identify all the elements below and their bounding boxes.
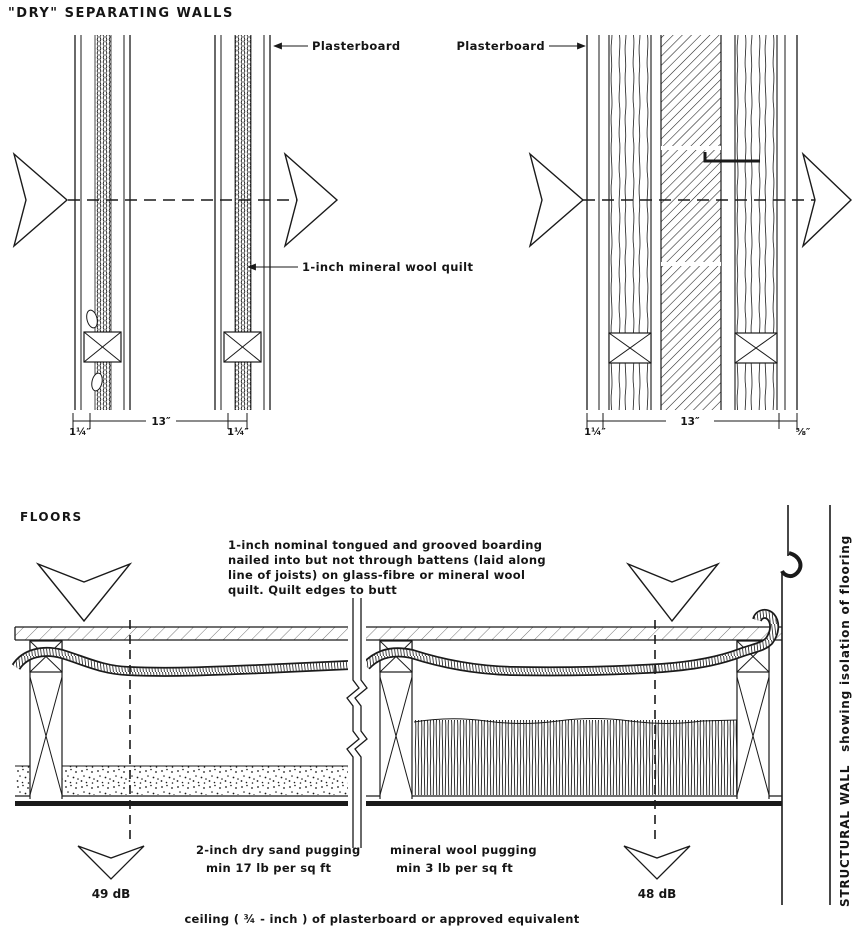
sound-rating-right: 48 dB bbox=[638, 887, 677, 901]
sole-plate-block bbox=[223, 331, 262, 363]
masonry-core-wall-diagram: Plasterboard 1¼″ 13″ ⅝″ bbox=[456, 35, 853, 438]
sole-plate-block bbox=[83, 331, 122, 363]
sound-rating-left: 49 dB bbox=[92, 887, 131, 901]
dpc-hook bbox=[780, 551, 803, 579]
structural-wall bbox=[780, 505, 831, 905]
dimension-label: 1¼″ bbox=[69, 426, 91, 438]
dimension-line: 1¼″ 13″ ⅝″ bbox=[584, 413, 811, 438]
masonry-joint bbox=[661, 262, 721, 266]
dimension-label: 13″ bbox=[151, 416, 171, 428]
floors-section: FLOORS 1-inch nominal tongued and groove… bbox=[11, 505, 852, 926]
plasterboard-label: Plasterboard bbox=[456, 39, 545, 53]
dimension-line: 1¼″ 13″ 1¼″ bbox=[69, 413, 249, 438]
resilient-quilt bbox=[11, 608, 780, 677]
note-line: nailed into but not through battens (lai… bbox=[228, 553, 546, 567]
label-line: 2-inch dry sand pugging bbox=[196, 843, 361, 857]
mineral-wool-quilt-strip bbox=[235, 35, 251, 410]
quilt-label: 1-inch mineral wool quilt bbox=[302, 260, 473, 274]
wool-top-line bbox=[413, 718, 738, 724]
sound-direction-arrow-icon bbox=[801, 151, 853, 249]
fixing-detail bbox=[86, 309, 98, 329]
dimension-label: 13″ bbox=[680, 416, 700, 428]
sand-pugging-band bbox=[15, 766, 350, 795]
note-line: quilt. Quilt edges to butt bbox=[228, 583, 397, 597]
ceiling-caption: ceiling ( ¾ - inch ) of plasterboard or … bbox=[184, 912, 579, 926]
dimension-label: ⅝″ bbox=[796, 427, 811, 438]
note-line: 1-inch nominal tongued and grooved board… bbox=[228, 538, 542, 552]
sound-direction-arrow-icon bbox=[283, 151, 339, 249]
dimension-label: 1¼″ bbox=[584, 426, 606, 438]
stud-partition-left bbox=[74, 35, 131, 410]
pointer-chevron-down-icon bbox=[35, 562, 133, 623]
sole-plate-block bbox=[734, 332, 778, 364]
label-line: mineral wool pugging bbox=[390, 843, 537, 857]
structural-wall-caption-rest: showing isolation of flooring bbox=[838, 535, 852, 752]
floor-boarding bbox=[14, 626, 782, 641]
masonry-core bbox=[661, 35, 721, 410]
ceiling-plasterboard bbox=[15, 801, 782, 806]
pointer-chevron-down-icon bbox=[77, 845, 145, 880]
strutting-cross bbox=[736, 676, 770, 796]
label-line: min 17 lb per sq ft bbox=[206, 861, 331, 875]
sand-pugging-label: 2-inch dry sand pugging min 17 lb per sq… bbox=[196, 843, 361, 875]
note-line: line of joists) on glass-fibre or minera… bbox=[228, 568, 525, 582]
wool-pugging-label: mineral wool pugging min 3 lb per sq ft bbox=[390, 843, 537, 875]
joist bbox=[29, 640, 63, 799]
joist bbox=[736, 640, 770, 799]
floors-heading: FLOORS bbox=[20, 510, 83, 524]
stud-partition-right bbox=[214, 35, 271, 410]
structural-wall-caption-bold: STRUCTURAL WALL bbox=[838, 765, 852, 907]
dimension-label: 1¼″ bbox=[227, 426, 249, 438]
pointer-chevron-down-icon bbox=[623, 845, 691, 880]
strutting-cross bbox=[379, 676, 413, 796]
section-break-line bbox=[346, 598, 368, 848]
mineral-wool-pugging-band bbox=[414, 720, 737, 795]
joist bbox=[379, 640, 413, 799]
sole-plate-block bbox=[608, 332, 652, 364]
timber-stud-wall-diagram: Plasterboard 1-inch mineral wool quilt 1… bbox=[12, 35, 473, 438]
floor-structure bbox=[11, 505, 831, 905]
masonry-joint bbox=[661, 146, 721, 150]
plasterboard-label: Plasterboard bbox=[312, 39, 401, 53]
structural-wall-caption: STRUCTURAL WALL showing isolation of flo… bbox=[838, 535, 852, 907]
sound-direction-arrow-icon bbox=[12, 151, 69, 249]
sound-direction-arrow-icon bbox=[528, 151, 585, 249]
section-title: "DRY" SEPARATING WALLS bbox=[8, 6, 234, 21]
strutting-cross bbox=[29, 676, 63, 796]
separating-walls-section: "DRY" SEPARATING WALLS bbox=[8, 6, 853, 438]
mineral-wool-quilt-strip bbox=[95, 35, 111, 410]
boarding-note: 1-inch nominal tongued and grooved board… bbox=[228, 538, 546, 597]
pointer-chevron-down-icon bbox=[625, 562, 721, 623]
label-line: min 3 lb per sq ft bbox=[396, 861, 513, 875]
fixing-detail bbox=[91, 372, 103, 392]
